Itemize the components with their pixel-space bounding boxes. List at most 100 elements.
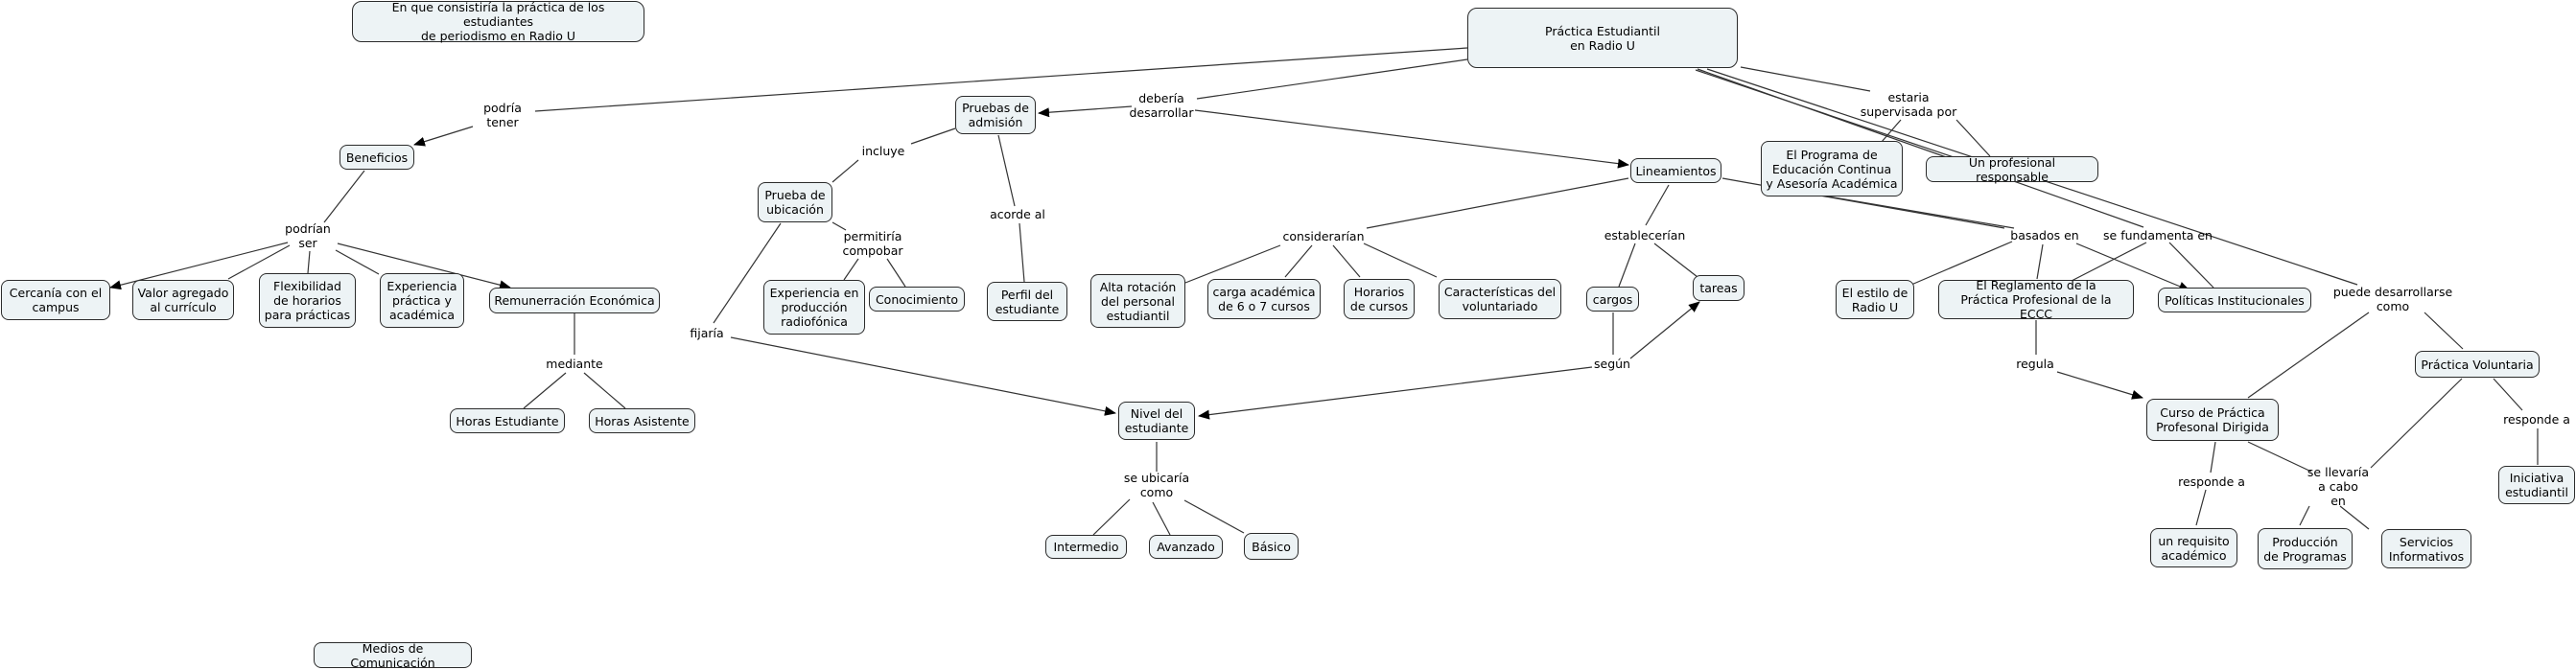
phrase-permitiria-compobar: permitiría compobar — [842, 229, 903, 258]
edge-podria-beneficios — [413, 126, 474, 147]
edge-ubicacion-fijaria — [713, 222, 782, 324]
node-medios-comunicacion[interactable]: Medios de Comunicación — [314, 641, 472, 670]
node-avanzado[interactable]: Avanzado — [1149, 535, 1223, 559]
edge-respondea1-requisito — [2195, 489, 2207, 526]
node-cargos[interactable]: cargos — [1586, 287, 1639, 312]
edge-estableceran-cargos — [1618, 243, 1636, 288]
edge-regula-curso — [2056, 371, 2143, 400]
node-perfil-estudiante[interactable]: Perfil del estudiante — [987, 282, 1067, 321]
edge-voluntaria-respondea2 — [2493, 378, 2523, 411]
phrase-podria-tener: podría tener — [483, 101, 522, 129]
phrase-podrian-ser: podrían ser — [285, 221, 331, 250]
node-produccion-programas[interactable]: Producción de Programas — [2258, 528, 2353, 569]
node-experiencia-produccion[interactable]: Experiencia en producción radiofónica — [763, 280, 865, 335]
edge-considerarian-horarios — [1332, 244, 1361, 278]
node-profesional-responsable[interactable]: Un profesional responsable — [1926, 155, 2098, 184]
node-servicios-informativos[interactable]: Servicios Informativos — [2381, 529, 2471, 568]
node-horas-asistente[interactable]: Horas Asistente — [589, 408, 695, 433]
phrase-se-llevaria-a-cabo: se llevaría a cabo en — [2307, 464, 2370, 508]
node-carga-academica[interactable]: carga académica de 6 o 7 cursos — [1207, 279, 1321, 319]
edge-root-fundamenta — [1697, 68, 2144, 228]
phrase-incluye: incluye — [861, 144, 905, 158]
node-caracteristicas-voluntariado[interactable]: Características del voluntariado — [1439, 279, 1561, 319]
edge-sellevaria-servicios — [2339, 505, 2370, 530]
edge-root-estaria — [1740, 66, 1871, 92]
phrase-estaria-supervisada: estaria supervisada por — [1860, 90, 1957, 119]
edge-sellevaria-produccion — [2299, 505, 2310, 526]
edge-podrian-remuneracion — [337, 243, 511, 290]
edge-seubicaria-avanzado — [1152, 501, 1171, 536]
node-flexibilidad[interactable]: Flexibilidad de horarios para prácticas — [259, 273, 356, 328]
edge-mediante-horasest — [523, 372, 567, 409]
phrase-puede-desarrollarse: puede desarrollarse como — [2332, 285, 2453, 313]
edge-segun-nivel — [1198, 366, 1593, 420]
edge-incluye-ubicacion — [831, 159, 859, 183]
node-experiencia-practica[interactable]: Experiencia práctica y académica — [380, 273, 464, 328]
phrase-considerarian: considerarían — [1282, 229, 1365, 243]
edge-podrian-valor — [227, 244, 291, 280]
node-politicas-institucionales[interactable]: Políticas Institucionales — [2158, 288, 2311, 312]
node-horas-estudiante[interactable]: Horas Estudiante — [450, 408, 565, 433]
phrase-se-ubicaria: se ubicaría como — [1123, 471, 1190, 499]
node-beneficios[interactable]: Beneficios — [340, 145, 414, 170]
edge-permitiria-conocimiento — [886, 258, 906, 288]
node-nivel-estudiante[interactable]: Nivel del estudiante — [1118, 402, 1195, 440]
node-remuneracion[interactable]: Remunerración Económica — [489, 288, 660, 313]
node-tareas[interactable]: tareas — [1693, 275, 1745, 301]
phrase-basados-en: basados en — [2010, 228, 2079, 243]
node-horarios-cursos[interactable]: Horarios de cursos — [1344, 279, 1415, 319]
edge-permitiria-experiencia — [843, 258, 859, 281]
edge-fundamenta-reglamento — [2071, 242, 2147, 282]
edge-estaria-profesional — [1955, 119, 1991, 157]
node-curso-practica[interactable]: Curso de Práctica Profesonal Dirigida — [2146, 399, 2279, 441]
edge-estaria-programa — [1881, 119, 1902, 143]
edge-deberia-lineamientos — [1194, 109, 1629, 169]
edge-curso-sellevaria — [2247, 441, 2312, 473]
node-prueba-ubicacion[interactable]: Prueba de ubicación — [758, 182, 832, 222]
node-pruebas-admision[interactable]: Pruebas de admisión — [955, 96, 1036, 134]
node-requisito-academico[interactable]: un requisito académico — [2150, 528, 2237, 567]
phrase-responde-a-iniciativa: responde a — [2503, 412, 2570, 427]
edge-acorde-perfil — [1019, 222, 1025, 283]
phrase-acorde-al: acorde al — [990, 207, 1045, 221]
edge-puede-voluntaria — [2424, 312, 2464, 350]
root-node-practica-estudiantil[interactable]: Práctica Estudiantil en Radio U — [1467, 8, 1738, 68]
node-practica-voluntaria[interactable]: Práctica Voluntaria — [2415, 351, 2540, 378]
edge-seubicaria-intermedio — [1092, 498, 1131, 536]
edge-basados-reglamento — [2036, 243, 2044, 280]
edge-seubicaria-basico — [1183, 499, 1245, 534]
node-lineamientos[interactable]: Lineamientos — [1630, 158, 1721, 183]
node-valor-agregado[interactable]: Valor agregado al currículo — [132, 280, 234, 320]
node-basico[interactable]: Básico — [1244, 533, 1299, 560]
focus-question-node[interactable]: En que consistiría la práctica de los es… — [352, 0, 644, 43]
edge-lineamientos-considerarian — [1366, 177, 1629, 229]
edge-considerarian-caract — [1363, 243, 1438, 278]
edge-lineamientos-estableceran — [1645, 184, 1670, 226]
node-intermedio[interactable]: Intermedio — [1045, 535, 1127, 559]
phrase-segun: según — [1594, 357, 1630, 371]
edge-estableceran-tareas — [1653, 243, 1698, 278]
edge-beneficios-podrian — [323, 170, 365, 223]
node-reglamento[interactable]: El Reglamento de la Práctica Profesional… — [1938, 278, 2134, 321]
edge-podrian-flexibilidad — [307, 250, 311, 274]
phrase-fijaria: fijaría — [690, 326, 724, 340]
node-programa-educacion[interactable]: El Programa de Educación Continua y Ases… — [1761, 141, 1903, 196]
edge-fijaria-nivel — [730, 336, 1116, 416]
edge-voluntaria-sellevaria — [2370, 378, 2463, 469]
phrase-responde-a-requisito: responde a — [2178, 474, 2245, 489]
node-conocimiento[interactable]: Conocimiento — [869, 287, 965, 312]
node-estilo-radio-u[interactable]: El estilo de Radio U — [1836, 280, 1914, 319]
phrase-establecerian: establecerían — [1604, 228, 1686, 243]
phrase-regula: regula — [2016, 357, 2054, 371]
edge-considerarian-alta — [1184, 244, 1281, 284]
node-iniciativa-estudiantil[interactable]: Iniciativa estudiantil — [2498, 466, 2575, 504]
edge-root-deberia — [1196, 58, 1468, 100]
phrase-se-fundamenta-en: se fundamenta en — [2103, 228, 2213, 243]
node-alta-rotacion[interactable]: Alta rotación del personal estudiantil — [1090, 274, 1185, 328]
edge-pruebas-incluye — [910, 127, 956, 145]
phrase-deberia-desarrollar: debería desarrollar — [1129, 91, 1194, 120]
edge-segun-tareas — [1629, 301, 1700, 359]
edge-fundamenta-politicas — [2168, 242, 2214, 289]
node-cercania[interactable]: Cercanía con el campus — [1, 280, 110, 320]
